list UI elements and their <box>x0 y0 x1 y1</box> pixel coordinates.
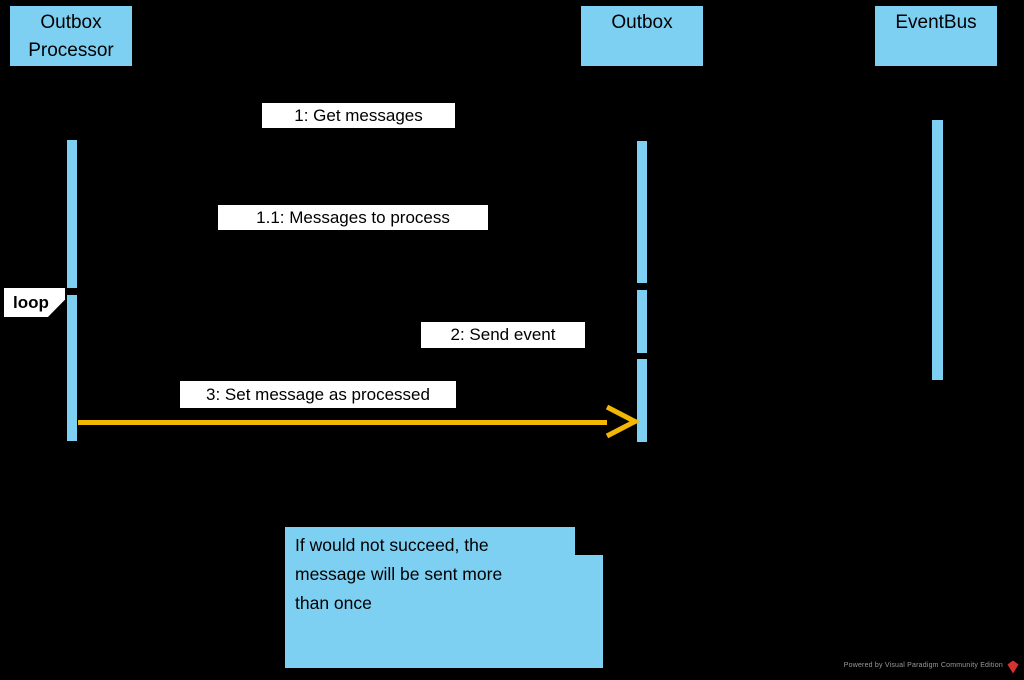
message-2-line <box>78 355 636 357</box>
message-1-label: 1: Get messages <box>262 103 455 128</box>
actor-outbox-label: Outbox <box>611 12 673 33</box>
actor-outbox-processor: Outbox Processor <box>8 4 134 68</box>
message-1-1-return-line <box>78 234 636 236</box>
message-1-1-label: 1.1: Messages to process <box>218 205 488 230</box>
loop-operator-text: loop <box>13 293 49 312</box>
visual-paradigm-logo-icon <box>1007 660 1019 674</box>
message-2-text: 2: Send event <box>450 325 556 344</box>
message-1-1-text: 1.1: Messages to process <box>256 207 450 227</box>
message-3-arrowhead-icon <box>605 404 641 439</box>
activation-bar-eventbus <box>931 119 944 381</box>
actor-eventbus-label: EventBus <box>895 12 977 33</box>
watermark-text: Powered by Visual Paradigm Community Edi… <box>843 662 1003 669</box>
message-3-line <box>78 420 607 425</box>
actor-eventbus: EventBus <box>873 4 999 68</box>
message-3-label: 3: Set message as processed <box>180 381 456 408</box>
note: If would not succeed, the message will b… <box>285 527 603 668</box>
message-1-line <box>78 136 636 138</box>
loop-fragment-frame <box>4 288 812 470</box>
actor-outbox-processor-label: Outbox Processor <box>28 12 114 61</box>
message-1-text: 1: Get messages <box>294 105 423 125</box>
activation-bar-outbox-segment-1 <box>636 140 648 284</box>
message-2-label: 2: Send event <box>421 322 585 348</box>
message-3-text: 3: Set message as processed <box>206 384 430 404</box>
actor-outbox: Outbox <box>579 4 705 68</box>
loop-frame-bar-crossing <box>63 288 81 295</box>
